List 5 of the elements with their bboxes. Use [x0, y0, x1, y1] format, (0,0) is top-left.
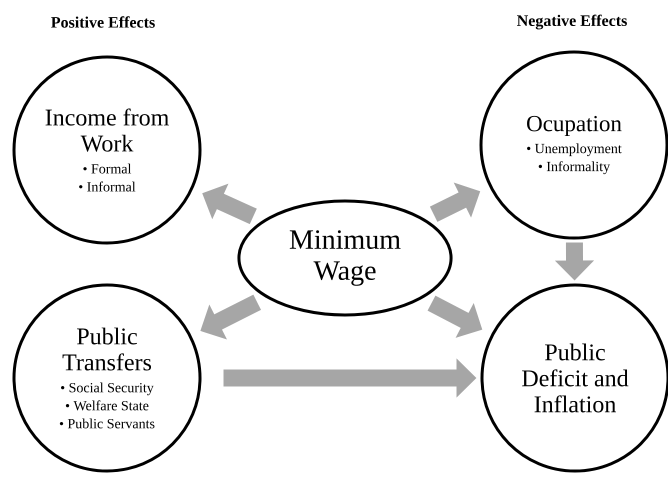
heading: Positive Effects: [51, 16, 155, 28]
circle-node: Income from Work • Formal • Informal: [12, 56, 202, 244]
circle-node: Public Transfers • Social Security • Welfare State • Public Servants: [12, 284, 202, 472]
ellipse-node: Minimum Wage: [237, 200, 453, 316]
heading: Negative Effects: [517, 14, 627, 30]
